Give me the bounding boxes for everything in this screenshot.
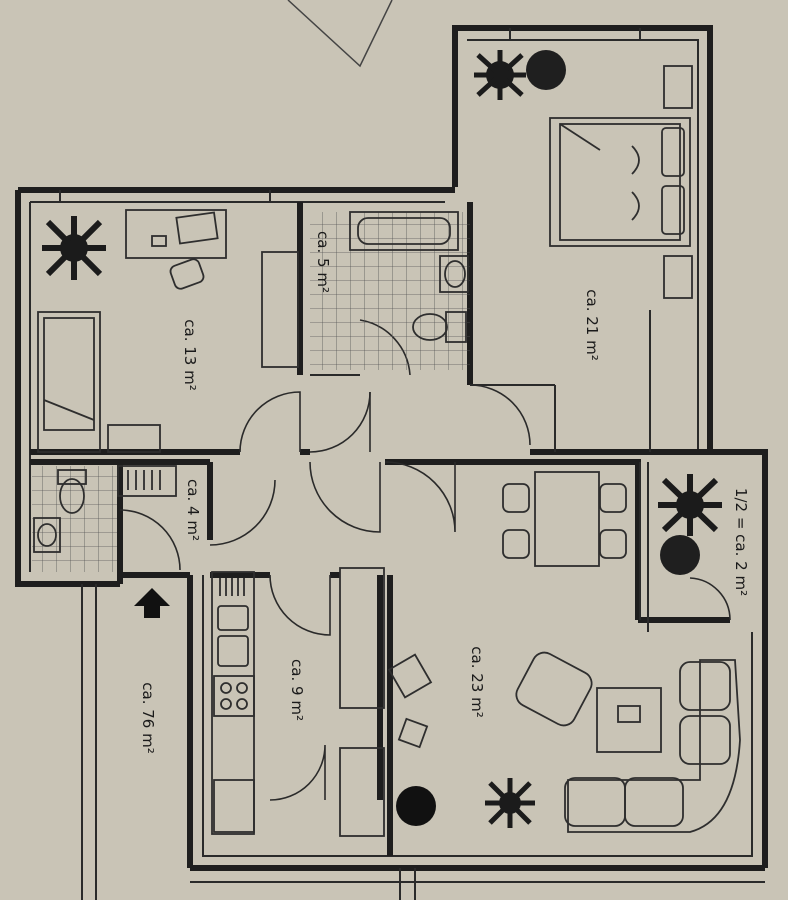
- room-label-balcony: 1/2 = ca. 2 m²: [732, 488, 750, 596]
- nightstand: [663, 255, 693, 299]
- room-label-study: ca. 13 m²: [181, 319, 199, 390]
- armchair-icon: [515, 651, 593, 727]
- room-label-bathroom: ca. 5 m²: [314, 231, 332, 293]
- room-label-living: ca. 23 m²: [468, 646, 486, 717]
- total-area-label: ca. 76 m²: [139, 682, 157, 753]
- desk: [125, 209, 227, 290]
- bathroom-tiles: [310, 212, 470, 370]
- plant-icon: [42, 216, 106, 280]
- nightstand: [107, 424, 161, 453]
- bathtub-icon: [349, 211, 459, 251]
- wc-tiles: [32, 466, 117, 572]
- coffee-table: [596, 687, 662, 753]
- exterior-lines: [81, 584, 765, 900]
- sink-icon: [217, 605, 249, 667]
- stray-line: [287, 0, 393, 68]
- room-label-hallway: ca. 4 m²: [184, 479, 202, 541]
- sink-icon: [439, 255, 469, 293]
- plant-icon: [485, 778, 535, 828]
- wardrobe: [261, 251, 299, 368]
- entrance-arrow-icon: [134, 588, 170, 618]
- bed-icon: [37, 311, 101, 453]
- outer-walls: [15, 25, 768, 871]
- bed-icon: [549, 117, 691, 247]
- plant-icon: [658, 474, 722, 575]
- plant-icon: [474, 50, 526, 100]
- toilet-icon: [412, 311, 467, 343]
- nightstand: [663, 65, 693, 109]
- shelf: [387, 653, 433, 749]
- stove-icon: [213, 675, 255, 717]
- room-label-kitchen: ca. 9 m²: [288, 659, 306, 721]
- plant-icon: [526, 50, 566, 90]
- kitchen-cabinet: [213, 779, 255, 833]
- sofa-icon: [564, 659, 741, 833]
- plant-icon: [396, 786, 436, 826]
- table-icon: [502, 471, 627, 567]
- kitchen-cabinets: [339, 567, 385, 837]
- door-swings: [119, 319, 731, 801]
- hallway-wardrobe: [117, 465, 177, 497]
- room-label-bedroom: ca. 21 m²: [583, 289, 601, 360]
- sink-icon: [33, 517, 61, 553]
- toilet-icon: [57, 469, 87, 514]
